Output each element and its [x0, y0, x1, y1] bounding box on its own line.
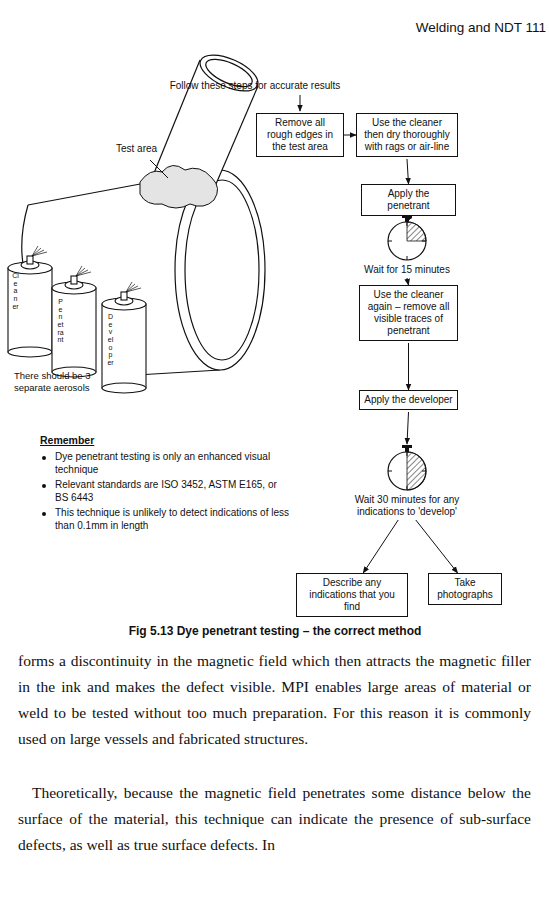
spray-line — [32, 252, 47, 256]
spray-line — [126, 288, 141, 292]
watch-tick — [422, 241, 426, 242]
flow-arrow — [407, 159, 409, 184]
watch-face — [388, 222, 426, 260]
bullet-note: Relevant standards are ISO 3452, ASTM E1… — [55, 479, 291, 504]
body-paragraph: forms a discontinuity in the magnetic fi… — [18, 648, 531, 752]
bullet-note: This technique is unlikely to detect ind… — [55, 507, 291, 532]
can-body — [102, 304, 146, 388]
flow-arrow — [407, 278, 409, 285]
stopwatch-icon — [352, 214, 462, 264]
can-nozzle — [27, 256, 33, 264]
can-nozzle — [71, 276, 77, 284]
figure-caption: Fig 5.13 Dye penetrant testing – the cor… — [40, 624, 510, 638]
watch-button — [402, 215, 412, 218]
weld-test-area — [140, 165, 218, 208]
can-body — [8, 268, 52, 352]
start-arrow — [300, 95, 301, 111]
can-base — [8, 347, 52, 357]
flow-intro: Follow these steps for accurate results — [150, 80, 360, 93]
process-box: Apply the developer — [359, 390, 458, 410]
aerosol-cans — [8, 246, 146, 393]
process-box: Take photographs — [428, 573, 502, 605]
timer-step: Wait for 15 minutes — [352, 214, 462, 276]
can-body — [52, 288, 96, 372]
node-text: Apply the developer — [364, 394, 453, 406]
can-label: Developer — [107, 313, 114, 367]
watch-tick — [407, 256, 408, 260]
node-text: Wait for 15 minutes — [352, 264, 462, 276]
page-number: 111 — [520, 20, 546, 37]
flow-arrow — [416, 520, 458, 573]
node-text: Apply the penetrant — [366, 188, 451, 212]
node-text: Take photographs — [433, 577, 497, 601]
node-text: Wait 30 minutes for any indications to '… — [352, 494, 462, 518]
bullet-dot — [42, 512, 46, 516]
spray-line — [76, 272, 91, 276]
can-label: Penetrant — [57, 298, 64, 344]
watch-face — [388, 452, 426, 490]
stopwatch-icon — [352, 444, 462, 494]
flow-arrow — [363, 520, 398, 573]
bullet-dot — [42, 456, 46, 460]
bullet-note: Dye penetrant testing is only an enhance… — [55, 451, 291, 476]
test-area-label: Test area — [116, 143, 176, 156]
elapsed-sector — [407, 452, 426, 490]
process-box: Remove all rough edges in the test area — [256, 113, 344, 157]
process-box: Describe any indications that you find — [296, 573, 408, 617]
flow-arrow — [407, 412, 409, 444]
watch-tick — [422, 471, 426, 472]
watch-button — [402, 445, 412, 448]
watch-tick — [388, 471, 392, 472]
bullet-dot — [42, 484, 46, 488]
note-heading: Remember — [40, 434, 160, 447]
process-box: Use the cleaner then dry thoroughly with… — [356, 113, 458, 157]
watch-tick — [407, 452, 408, 456]
process-box: Use the cleaner again – remove all visib… — [359, 285, 458, 341]
watch-tick — [407, 222, 408, 226]
timer-step: Wait 30 minutes for any indications to '… — [352, 444, 462, 518]
watch-tick — [388, 241, 392, 242]
flow-arrow — [408, 343, 409, 390]
can-base — [102, 383, 146, 393]
running-head: Welding and NDT — [352, 20, 522, 37]
node-text: Remove all rough edges in the test area — [261, 117, 339, 153]
node-text: Use the cleaner then dry thoroughly with… — [361, 117, 453, 153]
watch-tick — [407, 486, 408, 490]
body-paragraph: Theoretically, because the magnetic fiel… — [18, 780, 531, 858]
can-nozzle — [121, 292, 127, 300]
leader-line — [150, 160, 168, 178]
flow-arrow — [344, 135, 356, 136]
node-text: Use the cleaner again – remove all visib… — [364, 289, 453, 337]
can-label: Cleaner — [12, 272, 19, 310]
process-box: Apply the penetrant — [361, 184, 456, 216]
note: There should be 3 separate aerosols — [14, 370, 96, 394]
node-text: Describe any indications that you find — [301, 577, 403, 613]
